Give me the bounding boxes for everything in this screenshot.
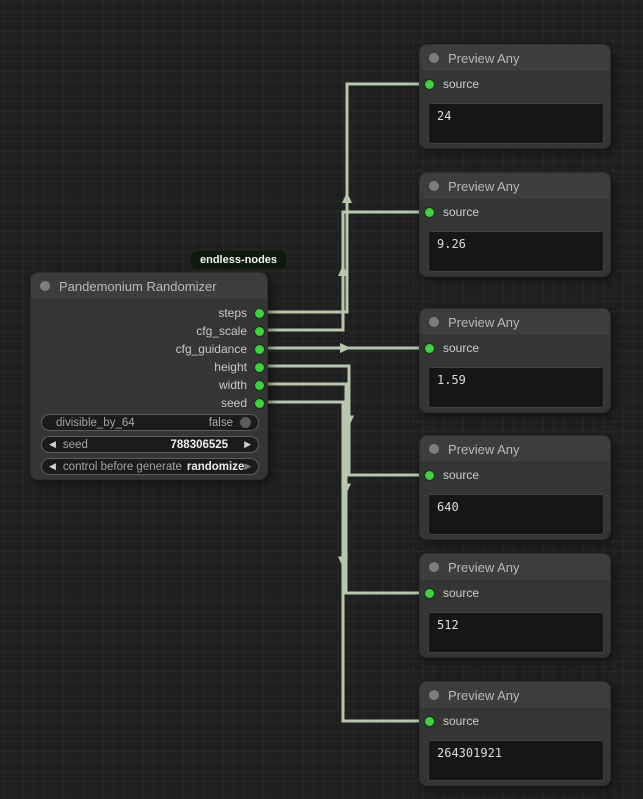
widget-value[interactable]: 788306525 — [170, 438, 229, 451]
input-port-icon[interactable] — [424, 206, 435, 218]
node-title: Preview Any — [448, 687, 520, 703]
preview-value-box[interactable]: 512 — [428, 612, 604, 653]
preview-any-node[interactable]: Preview Any source 24 — [419, 44, 611, 149]
preview-value-box[interactable]: 24 — [428, 103, 604, 144]
node-title: Preview Any — [448, 50, 520, 66]
node-title: Pandemonium Randomizer — [59, 278, 217, 294]
wire-arrow-icon — [338, 265, 348, 276]
input-slot-source[interactable]: source — [424, 585, 479, 601]
preview-any-node[interactable]: Preview Any source 640 — [419, 435, 611, 540]
preview-any-node[interactable]: Preview Any source 1.59 — [419, 308, 611, 413]
input-slot-label: source — [443, 205, 480, 219]
node-title: Preview Any — [448, 178, 520, 194]
collapse-dot-icon[interactable] — [429, 181, 439, 191]
widget-value: false — [208, 416, 233, 429]
collapse-dot-icon[interactable] — [429, 690, 439, 700]
input-slot-source[interactable]: source — [424, 340, 479, 356]
output-slot-label: seed — [220, 396, 247, 410]
input-slot-source[interactable]: source — [424, 76, 479, 92]
preview-value-box[interactable]: 1.59 — [428, 367, 604, 408]
collapse-dot-icon[interactable] — [429, 444, 439, 454]
decrement-arrow-icon[interactable]: ◀ — [49, 439, 56, 449]
preview-any-node[interactable]: Preview Any source 512 — [419, 553, 611, 658]
output-port-icon[interactable] — [254, 379, 265, 391]
node-title-bar[interactable]: Preview Any — [420, 436, 610, 463]
widget-label: seed — [62, 438, 88, 451]
decrement-arrow-icon[interactable]: ◀ — [49, 461, 56, 471]
node-title: Preview Any — [448, 559, 520, 575]
node-group-badge: endless-nodes — [191, 251, 287, 269]
collapse-dot-icon[interactable] — [40, 281, 50, 291]
output-port-icon[interactable] — [254, 361, 265, 373]
widget-seed[interactable]: ◀ seed 788306525 ▶ — [41, 436, 259, 453]
widget-label: control before generate — [62, 460, 182, 473]
preview-value-box[interactable]: 264301921 — [428, 740, 604, 781]
wire-arrow-icon — [342, 192, 352, 203]
collapse-dot-icon[interactable] — [429, 317, 439, 327]
node-title-bar[interactable]: Preview Any — [420, 173, 610, 200]
input-slot-label: source — [443, 341, 480, 355]
input-port-icon[interactable] — [424, 78, 435, 90]
node-title-bar[interactable]: Pandemonium Randomizer — [31, 273, 267, 300]
widget-divisible-by-64[interactable]: divisible_by_64 false — [41, 414, 259, 431]
node-title-bar[interactable]: Preview Any — [420, 554, 610, 581]
output-slot-label: height — [214, 360, 247, 374]
output-slot-width[interactable]: width — [45, 376, 265, 394]
toggle-knob-icon[interactable] — [240, 417, 251, 428]
input-slot-label: source — [443, 714, 480, 728]
output-port-icon[interactable] — [254, 325, 265, 337]
increment-arrow-icon[interactable]: ▶ — [244, 461, 252, 471]
output-slot-label: cfg_scale — [196, 324, 247, 338]
output-slot-label: steps — [218, 306, 247, 320]
input-port-icon[interactable] — [424, 715, 435, 727]
node-title-bar[interactable]: Preview Any — [420, 682, 610, 709]
node-title: Preview Any — [448, 441, 520, 457]
node-title: Preview Any — [448, 314, 520, 330]
widget-control-before-generate[interactable]: ◀ control before generate randomize ▶ — [41, 458, 259, 475]
output-slot-cfg_scale[interactable]: cfg_scale — [45, 322, 265, 340]
input-slot-source[interactable]: source — [424, 204, 479, 220]
node-title-bar[interactable]: Preview Any — [420, 45, 610, 72]
output-slot-height[interactable]: height — [45, 358, 265, 376]
input-slot-label: source — [443, 77, 480, 91]
output-port-icon[interactable] — [254, 397, 265, 409]
wire-arrow-icon — [340, 343, 351, 353]
input-port-icon[interactable] — [424, 587, 435, 599]
node-title-bar[interactable]: Preview Any — [420, 309, 610, 336]
widget-label: divisible_by_64 — [56, 416, 135, 429]
input-port-icon[interactable] — [424, 342, 435, 354]
output-slot-seed[interactable]: seed — [45, 394, 265, 412]
output-slot-label: cfg_guidance — [175, 342, 247, 356]
input-slot-label: source — [443, 586, 480, 600]
preview-value-box[interactable]: 9.26 — [428, 231, 604, 272]
collapse-dot-icon[interactable] — [429, 53, 439, 63]
input-slot-source[interactable]: source — [424, 713, 479, 729]
input-slot-label: source — [443, 468, 480, 482]
output-port-icon[interactable] — [254, 343, 265, 355]
widget-value[interactable]: randomize — [186, 460, 245, 473]
preview-any-node[interactable]: Preview Any source 264301921 — [419, 681, 611, 786]
output-slot-cfg_guidance[interactable]: cfg_guidance — [45, 340, 265, 358]
increment-arrow-icon[interactable]: ▶ — [244, 439, 251, 449]
preview-any-node[interactable]: Preview Any source 9.26 — [419, 172, 611, 277]
input-slot-source[interactable]: source — [424, 467, 479, 483]
input-port-icon[interactable] — [424, 469, 435, 481]
collapse-dot-icon[interactable] — [429, 562, 439, 572]
preview-value-box[interactable]: 640 — [428, 494, 604, 535]
wire-arrow-icon — [338, 556, 348, 568]
output-port-icon[interactable] — [254, 307, 265, 319]
output-slot-label: width — [218, 378, 247, 392]
output-slot-steps[interactable]: steps — [45, 304, 265, 322]
